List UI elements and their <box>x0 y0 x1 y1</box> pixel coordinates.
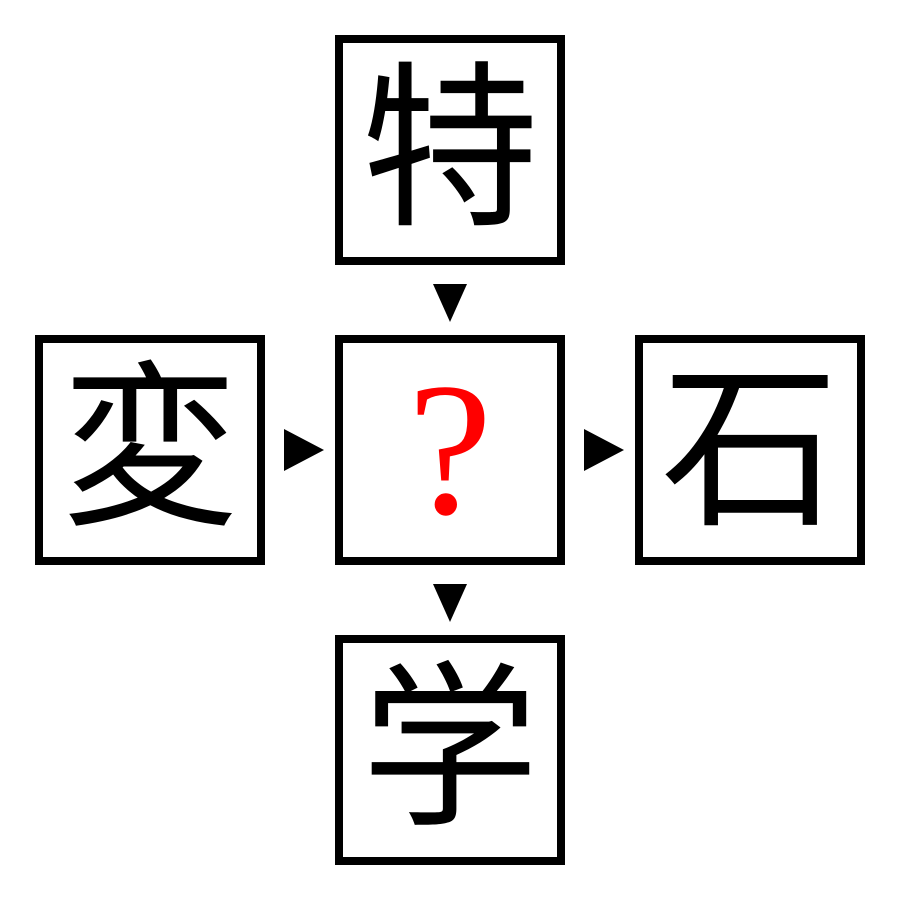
kanji-top: 特 <box>361 46 539 253</box>
kanji-tile-right: 石 <box>635 335 865 565</box>
kanji-left: 変 <box>61 346 239 553</box>
arrow-down-icon <box>433 584 467 622</box>
arrow-right-icon <box>284 429 324 471</box>
arrow-right-icon <box>584 429 624 471</box>
arrow-down-icon <box>433 284 467 322</box>
kanji-tile-top: 特 <box>335 35 565 265</box>
kanji-tile-bottom: 学 <box>335 635 565 865</box>
kanji-tile-left: 変 <box>35 335 265 565</box>
kanji-right: 石 <box>661 346 839 553</box>
kanji-bottom: 学 <box>361 646 539 853</box>
answer-tile[interactable]: ? <box>335 335 565 565</box>
question-mark: ? <box>407 345 493 555</box>
